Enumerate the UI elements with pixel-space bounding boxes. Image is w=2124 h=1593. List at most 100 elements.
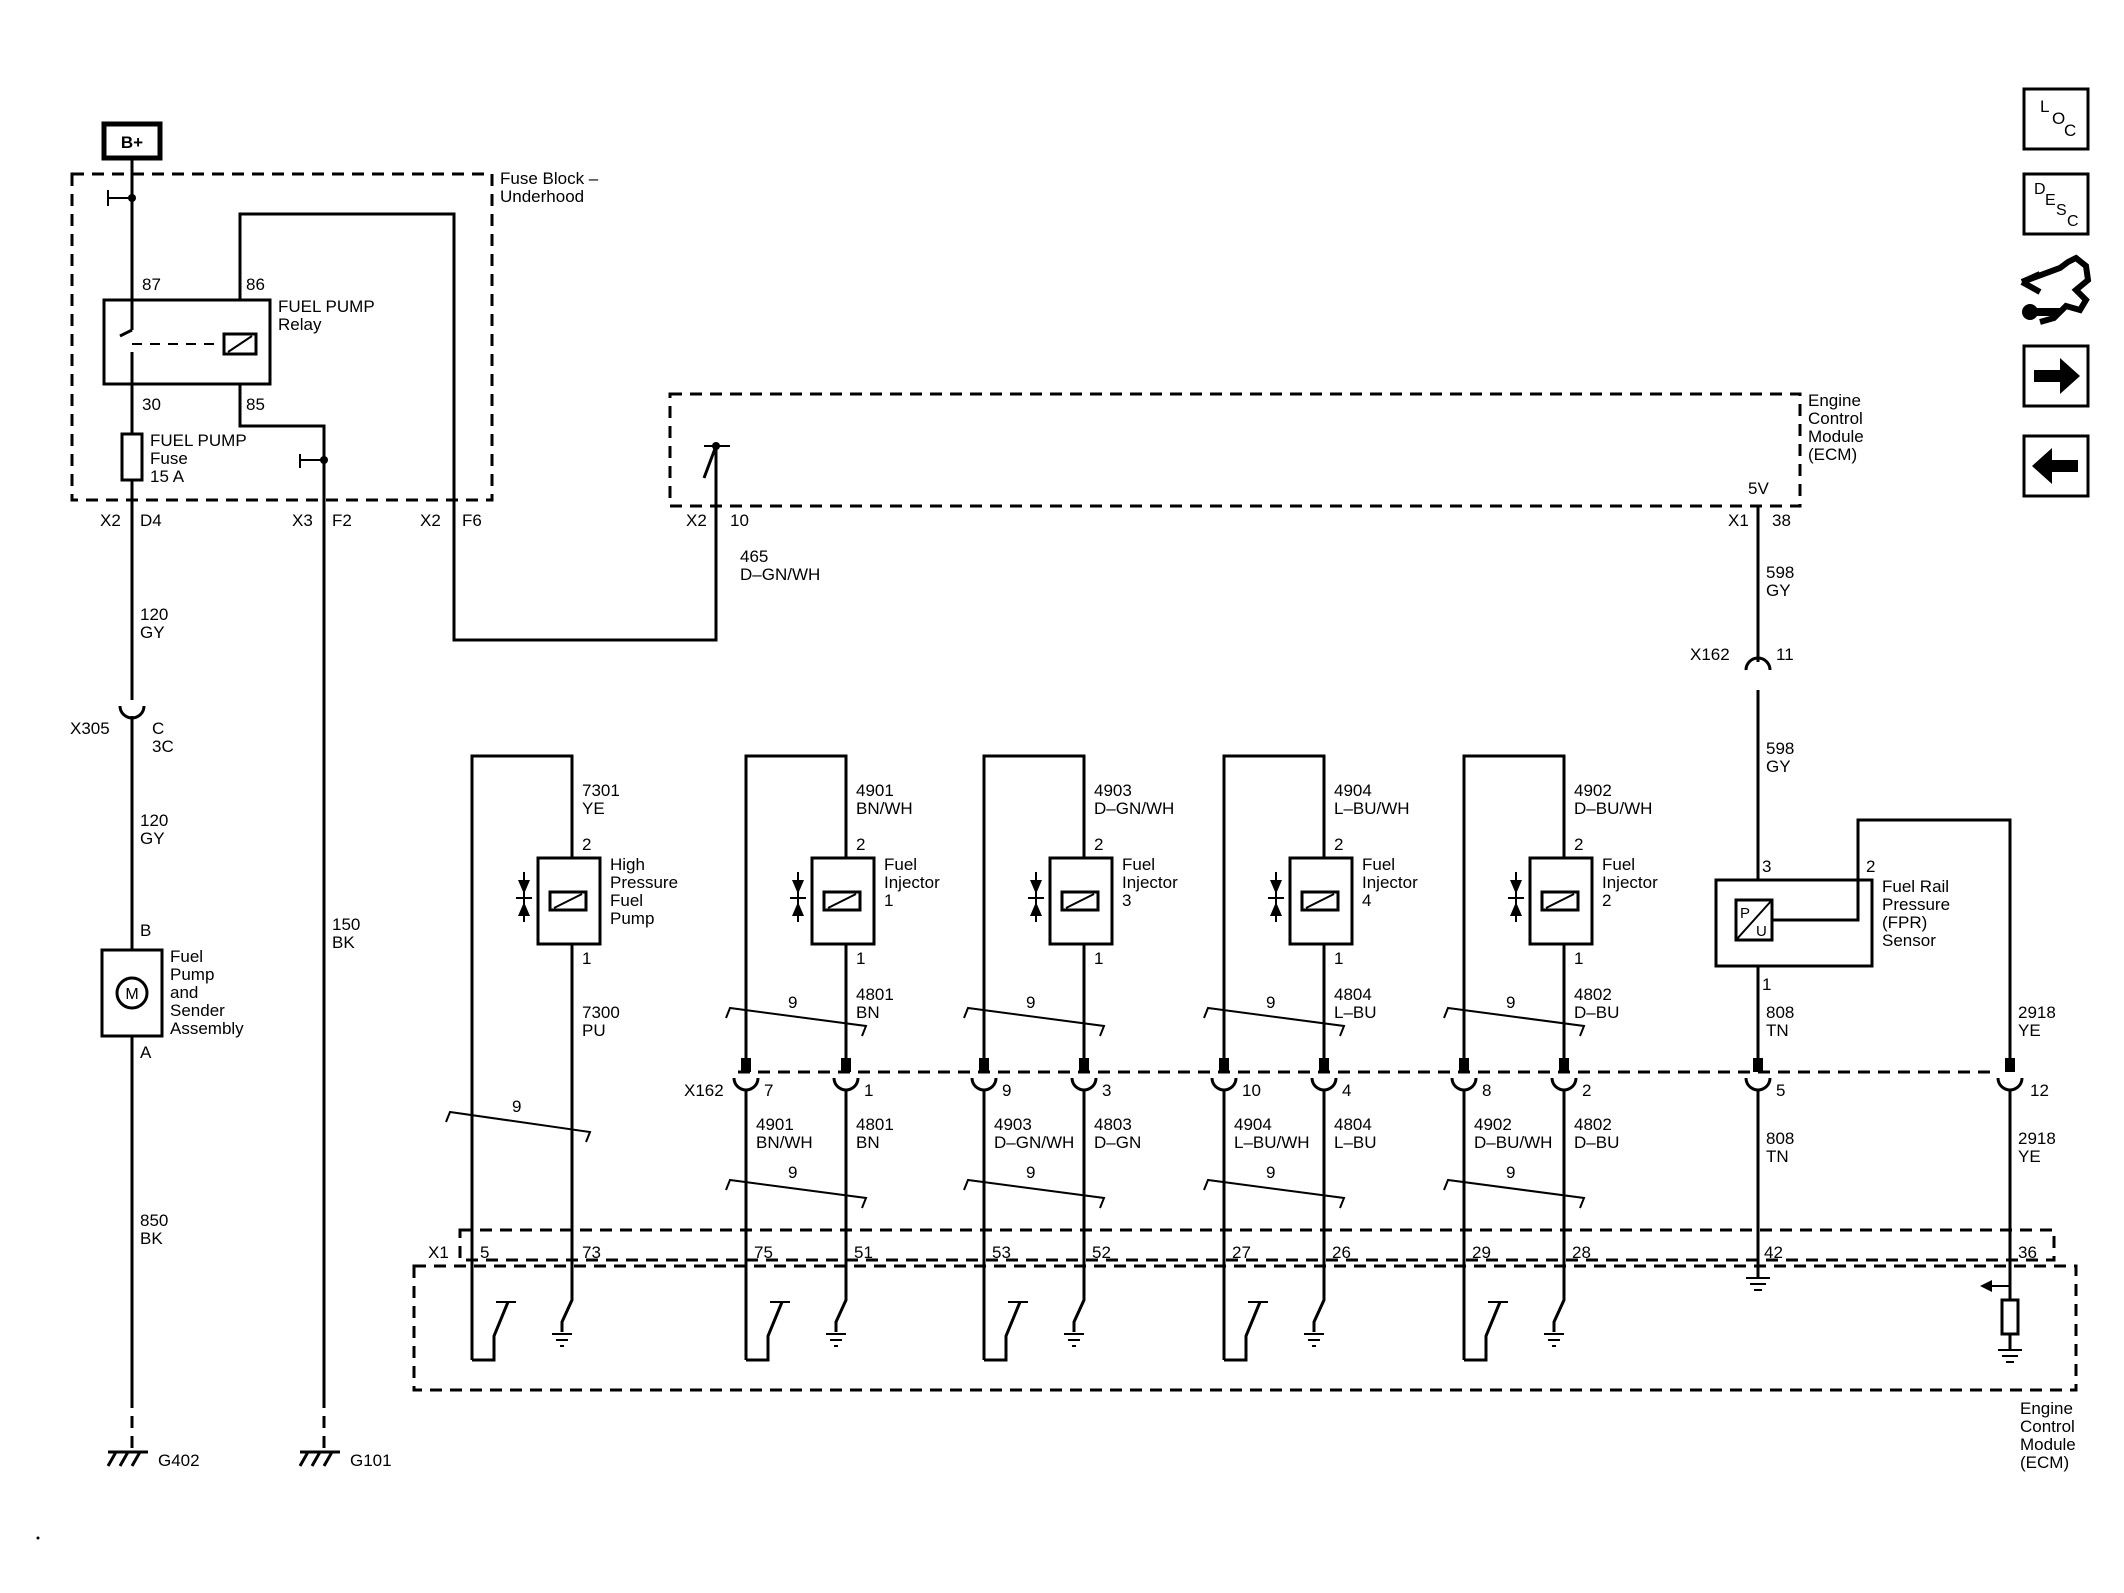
wire-150-number: 150 <box>332 915 360 934</box>
ground-g101-label: G101 <box>350 1451 392 1470</box>
x162-pin-808: 5 <box>1776 1081 1785 1100</box>
wire-2918b-number: 2918 <box>2018 1129 2056 1148</box>
fuel-pump-line3: and <box>170 983 198 1002</box>
ecm-bottom-line1: Engine <box>2020 1399 2073 1418</box>
injector-pin1: 1 <box>1334 949 1343 968</box>
hp-pump-line3: Fuel <box>610 891 643 910</box>
wire-598b-color: GY <box>1766 757 1791 776</box>
fuel-pump-fuse: FUEL PUMP Fuse 15 A <box>120 384 247 500</box>
x305-connector: X305 C 3C <box>70 705 174 756</box>
injector-bottom-wire-number: 4804 <box>1334 985 1372 1004</box>
injector-name-line2: Injector <box>1602 873 1658 892</box>
injector-pin1: 1 <box>1094 949 1103 968</box>
injector-twist-upper: 9 <box>1266 993 1275 1012</box>
fuel-pump-relay: 87 86 30 85 FUEL PUMP Relay <box>102 275 375 414</box>
injector-high-side-driver <box>1464 1301 1502 1362</box>
injector-top-wire-number: 4903 <box>1094 781 1132 800</box>
hp-pump-pin1: 1 <box>582 949 591 968</box>
fuel-pump-pin-a: A <box>140 1043 152 1062</box>
wire-465-color: D–GN/WH <box>740 565 820 584</box>
loc-icon: L O C <box>2040 97 2076 140</box>
relay-pin-30: 30 <box>142 395 161 414</box>
ecm-bottom-line4: (ECM) <box>2020 1453 2069 1472</box>
fpr-u: U <box>1756 923 1767 940</box>
wire-7301-color: YE <box>582 799 605 818</box>
ecm-bottom-pin73: 73 <box>582 1243 601 1262</box>
twisted-pair-upper <box>1443 1006 1586 1037</box>
twisted-pair-lower <box>725 1178 868 1209</box>
ecm-bottom-line2: Control <box>2020 1417 2075 1436</box>
x162-pin-left: 9 <box>1002 1081 1011 1100</box>
ecm-pin-right: 51 <box>854 1243 873 1262</box>
injector-name-line2: Injector <box>884 873 940 892</box>
x162-top-label: X162 <box>1690 645 1730 664</box>
injector-low-side-driver <box>834 1292 848 1332</box>
loc-letter-2: O <box>2052 109 2065 128</box>
wire-598a-color: GY <box>1766 581 1791 600</box>
wire-120-number: 120 <box>140 605 168 624</box>
twisted-pair-upper <box>1203 1006 1346 1037</box>
loc-button[interactable]: L O C <box>2022 87 2090 151</box>
connector-button[interactable] <box>2020 254 2092 325</box>
injector-lower-right-wire-number: 4803 <box>1094 1115 1132 1134</box>
loc-letter-1: L <box>2040 97 2049 116</box>
injector-top-wire-number: 4904 <box>1334 781 1372 800</box>
relay-pin-85: 85 <box>246 395 265 414</box>
desc-button[interactable]: D E S C <box>2022 172 2090 236</box>
fpr-line3: (FPR) <box>1882 913 1927 932</box>
fuse-block-title: Fuse Block – <box>500 169 599 188</box>
fpr-signal-input <box>1980 1280 2022 1363</box>
ecm-pin-left: 75 <box>754 1243 773 1262</box>
injector-top-wire-color: D–GN/WH <box>1094 799 1174 818</box>
ground-g101: G101 <box>298 1450 392 1470</box>
injector-low-side-driver <box>1552 1292 1566 1332</box>
x162-pin-left: 7 <box>764 1081 773 1100</box>
wire-7300-number: 7300 <box>582 1003 620 1022</box>
x162-pin-right: 2 <box>1582 1081 1591 1100</box>
ecm-bottom-outline <box>412 1264 2078 1392</box>
previous-button[interactable] <box>2022 434 2090 498</box>
injector-low-side-driver <box>1312 1292 1326 1332</box>
wire-120b-number: 120 <box>140 811 168 830</box>
hp-pump-pin2: 2 <box>582 835 591 854</box>
arrow-left-icon <box>2032 448 2078 484</box>
next-button[interactable] <box>2022 344 2090 408</box>
relay-name: FUEL PUMP <box>278 297 375 316</box>
injector-lower-right-wire-color: L–BU <box>1334 1133 1377 1152</box>
fuse-name: FUEL PUMP <box>150 431 247 450</box>
ecm-pin-right: 52 <box>1092 1243 1111 1262</box>
injector-name-line1: Fuel <box>1122 855 1155 874</box>
relay-pin-86: 86 <box>246 275 265 294</box>
hp-pump-line2: Pressure <box>610 873 678 892</box>
injector-pin2: 2 <box>1094 835 1103 854</box>
ecm-top-line1: Engine <box>1808 391 1861 410</box>
hp-pump-twist: 9 <box>512 1097 521 1116</box>
connector-wrench-icon <box>2020 254 2092 325</box>
injector-lower-left-wire-number: 4904 <box>1234 1115 1272 1134</box>
relay-type: Relay <box>278 315 322 334</box>
desc-letter-1: D <box>2034 181 2046 198</box>
fpr-pin1: 1 <box>1762 975 1771 994</box>
injector-lower-left-wire-number: 4903 <box>994 1115 1032 1134</box>
wire-808b-number: 808 <box>1766 1129 1794 1148</box>
injector-top-wire-color: L–BU/WH <box>1334 799 1410 818</box>
injector-top-wire-color: BN/WH <box>856 799 913 818</box>
ecm-pin-right: 26 <box>1332 1243 1351 1262</box>
fuel-pump-line2: Pump <box>170 965 214 984</box>
battery-positive: B+ <box>101 121 163 161</box>
fuse-block-connector-x3: X3 <box>292 511 313 530</box>
ground-g402: G402 <box>106 1450 200 1470</box>
fuel-pump-line5: Assembly <box>170 1019 244 1038</box>
wire-598a-number: 598 <box>1766 563 1794 582</box>
injector-number: 4 <box>1362 891 1371 910</box>
injector-pin1: 1 <box>856 949 865 968</box>
x162-pin-2918: 12 <box>2030 1081 2049 1100</box>
ecm-pin-left: 29 <box>1472 1243 1491 1262</box>
twisted-pair-upper <box>725 1006 868 1037</box>
injector-pin2: 2 <box>1334 835 1343 854</box>
injector-top-wire-number: 4902 <box>1574 781 1612 800</box>
injector-bottom-wire-color: BN <box>856 1003 880 1022</box>
injector-pin2: 2 <box>856 835 865 854</box>
desc-letter-2: E <box>2045 192 2056 209</box>
